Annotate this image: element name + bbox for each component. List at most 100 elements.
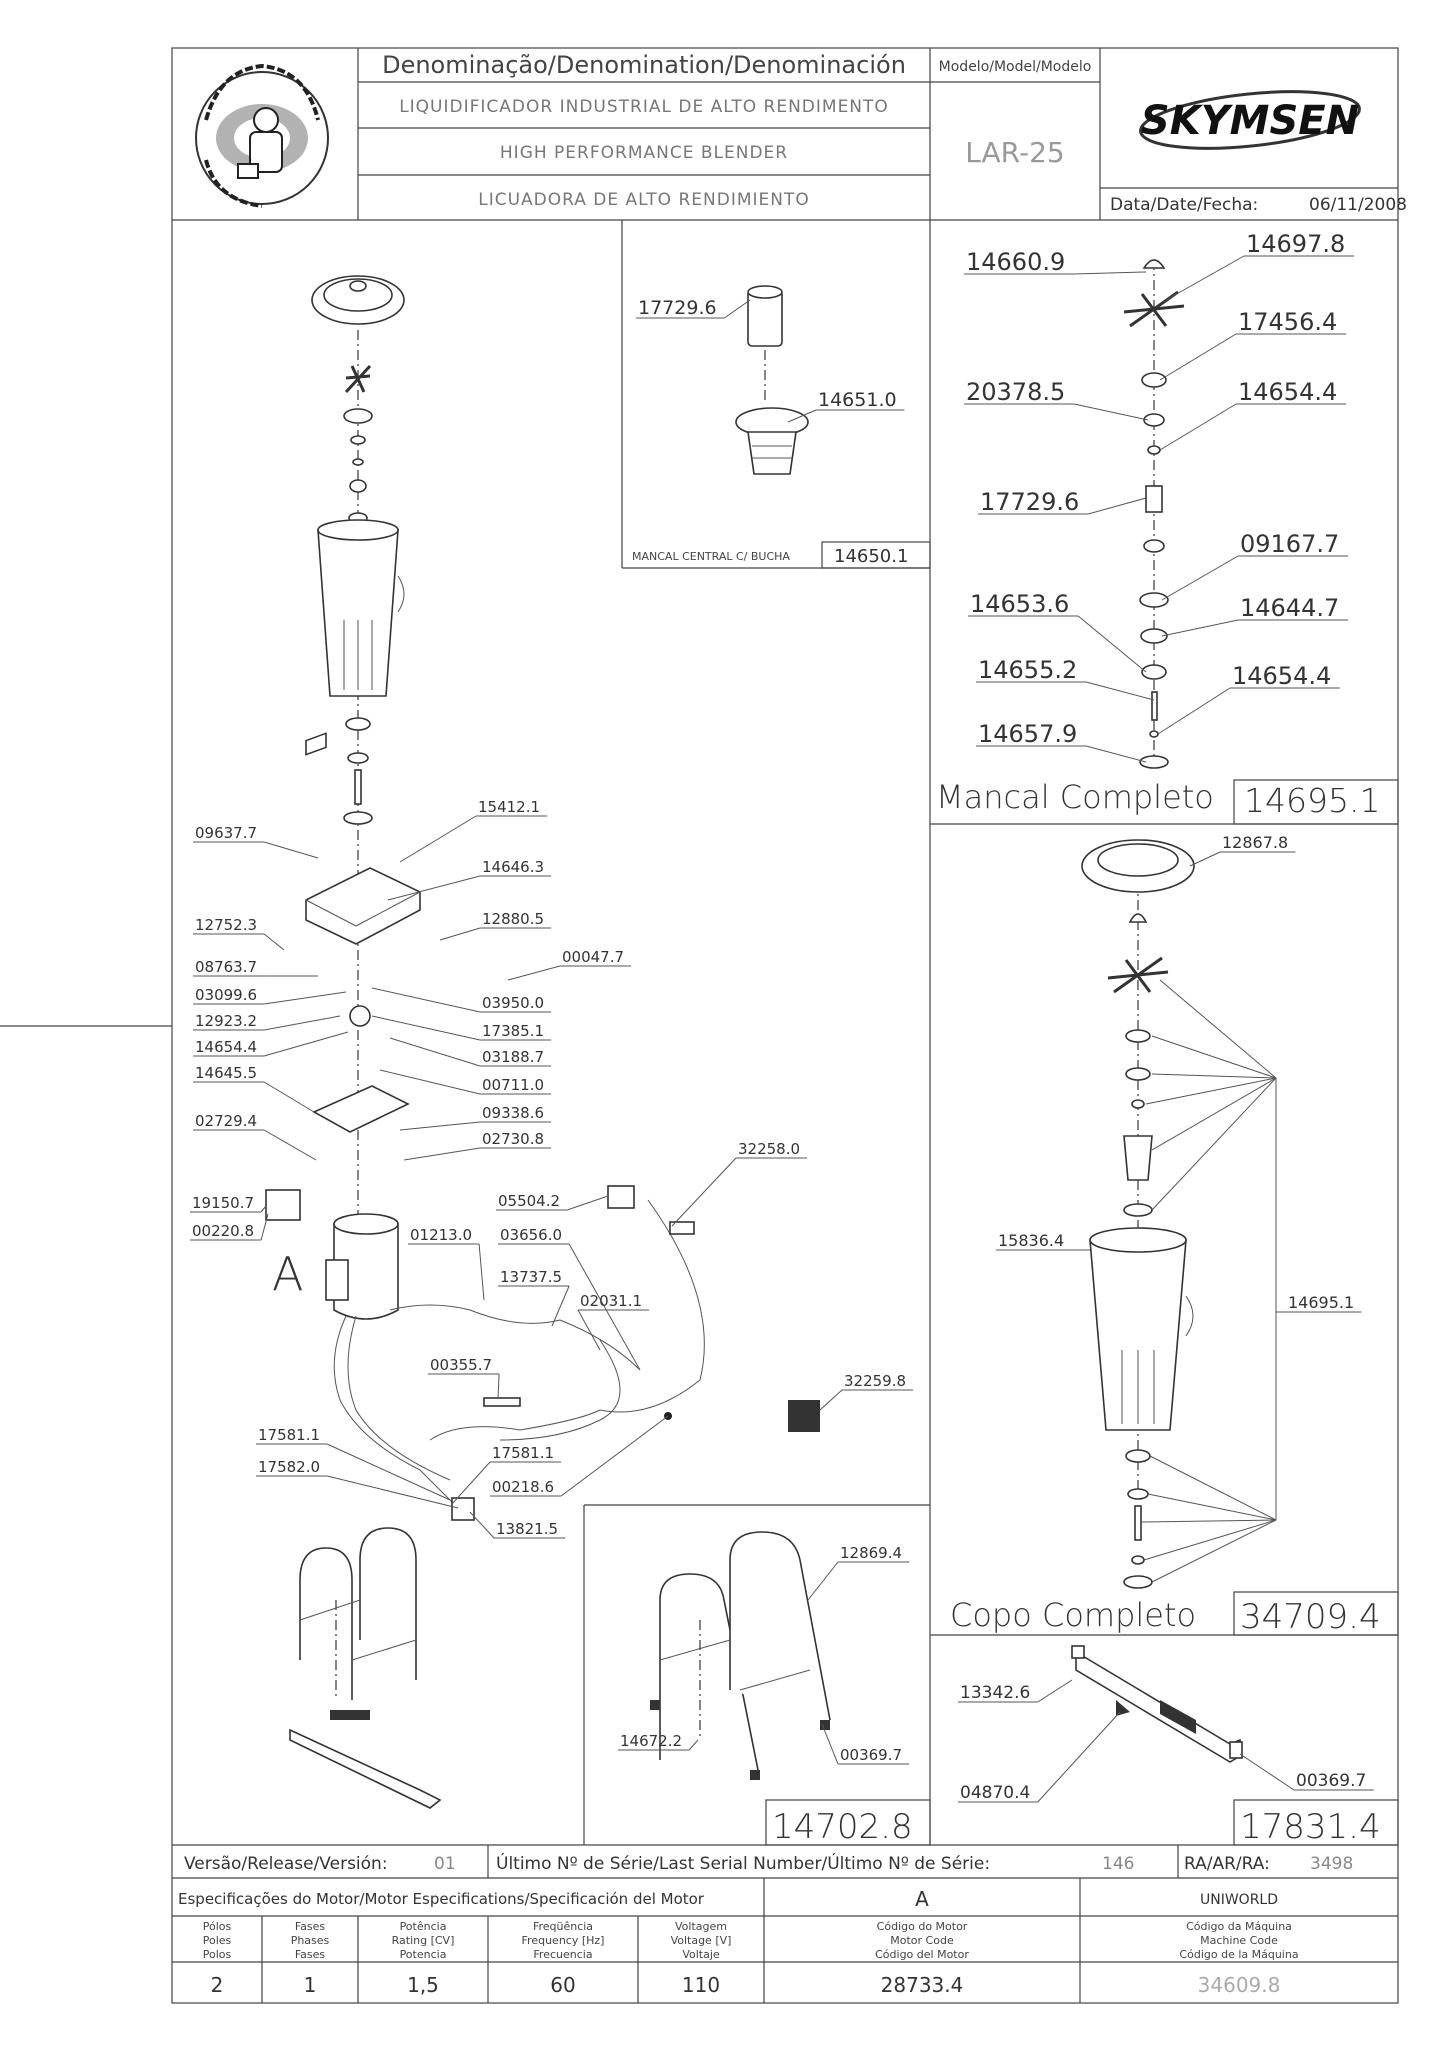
part-number-label: 14646.3 (482, 858, 544, 876)
leader-line (263, 841, 319, 859)
leader-line (1077, 615, 1147, 673)
motor (333, 1223, 399, 1320)
part-number-label: 17729.6 (638, 297, 717, 319)
part-number-label: 00369.7 (840, 1746, 902, 1764)
motor-spec-table: PólosPolesPolos2FasesPhasesFases1Potênci… (203, 1916, 1299, 2003)
part-number-label: 12880.5 (482, 910, 544, 928)
leader-line (469, 1511, 495, 1539)
part-number-label: 00369.7 (1296, 1771, 1366, 1791)
leader-line (566, 1195, 609, 1211)
version-value: 01 (434, 1854, 456, 1874)
manufacturer: UNIWORLD (1200, 1892, 1278, 1908)
part-number-label: 09338.6 (482, 1104, 544, 1122)
serial-label: Último Nº de Série/Last Serial Number/Úl… (496, 1852, 990, 1874)
spec-header-line: Fases (295, 1948, 326, 1961)
model-title: Modelo/Model/Modelo (939, 59, 1092, 75)
part-number-label: 14654.4 (1232, 662, 1331, 690)
leader-line (1086, 745, 1147, 763)
part-number-label: 19150.7 (192, 1194, 254, 1212)
leader-line (260, 1213, 269, 1241)
cup-box-title: Copo Completo (950, 1596, 1196, 1634)
leader-line (326, 1443, 451, 1501)
part-number-label: 14653.6 (970, 590, 1069, 618)
part-number-label: 14654.4 (1238, 378, 1337, 406)
part-number-label: 00047.7 (562, 948, 624, 966)
leader-line (551, 1285, 570, 1327)
spec-header-line: Pólos (203, 1920, 232, 1933)
motor-spec-label: Especificações do Motor/Motor Especifica… (178, 1890, 705, 1908)
part-number-label: 17581.1 (492, 1444, 554, 1462)
leader-line (399, 1121, 481, 1131)
header: Denominação/Denomination/Denominación LI… (195, 51, 1407, 215)
spec-header-line: Potência (400, 1920, 447, 1933)
date-value: 06/11/2008 (1309, 195, 1407, 215)
model-code: LAR-25 (965, 136, 1064, 169)
part-number-label: 17581.1 (258, 1426, 320, 1444)
part-number-label: 14697.8 (1246, 230, 1345, 258)
bushing-box-code: 14650.1 (834, 546, 908, 567)
leader-line (1159, 403, 1237, 451)
leader-line (263, 933, 285, 951)
spec-header-line: Voltagem (675, 1920, 727, 1933)
spec-header-line: Código del Motor (875, 1948, 969, 1961)
spec-header-line: Phases (291, 1934, 330, 1947)
leader-line (263, 1081, 315, 1113)
base-housing (305, 867, 421, 945)
bearing-box-code: 14695.1 (1244, 781, 1380, 820)
cup-box: Copo Completo 34709.4 (950, 839, 1381, 1637)
leader-line (1159, 333, 1237, 381)
part-number-label: 04870.4 (960, 1783, 1030, 1803)
leader-line (1074, 403, 1149, 421)
spec-header-line: Frecuencia (533, 1948, 592, 1961)
authorized-service-seal (195, 63, 329, 208)
motor-spec-letter: A (915, 1887, 929, 1911)
leader-line (387, 875, 481, 901)
part-number-label: 12869.4 (840, 1544, 902, 1562)
part-number-label: 00711.0 (482, 1076, 544, 1094)
main-stand (289, 1527, 442, 1809)
spec-value: 34609.8 (1198, 1973, 1281, 1997)
leader-line (568, 1243, 641, 1371)
part-number-label: 00218.6 (492, 1478, 554, 1496)
leader-line (260, 1205, 267, 1213)
part-number-label: 17582.0 (258, 1458, 320, 1476)
part-number-label: 02729.4 (195, 1112, 257, 1130)
part-number-label: 03950.0 (482, 994, 544, 1012)
stand-box: 14702.8 (650, 1531, 913, 1847)
leader-line (1074, 271, 1147, 275)
leader-line (403, 1147, 481, 1161)
leader-line (821, 1723, 839, 1765)
leader-line (371, 1015, 481, 1041)
spec-header-line: Voltaje (682, 1948, 720, 1961)
part-number-label: 05504.2 (498, 1192, 560, 1210)
spec-header-line: Voltage [V] (671, 1934, 732, 1947)
leader-line (807, 1561, 839, 1601)
denomination-title: Denominação/Denomination/Denominación (382, 51, 906, 79)
spec-header-line: Código da Máquina (1186, 1920, 1292, 1933)
leader-line (326, 1475, 459, 1509)
product-name-en: HIGH PERFORMANCE BLENDER (500, 143, 788, 163)
spec-header-line: Polos (203, 1948, 232, 1961)
leader-line (560, 1415, 669, 1497)
part-number-label: 14695.1 (1288, 1293, 1354, 1312)
leader-line (379, 1069, 481, 1095)
part-number-label: 14657.9 (978, 720, 1077, 748)
spec-header-line: Frequency [Hz] (522, 1934, 605, 1947)
foot-box: 17831.4 (1071, 1645, 1381, 1847)
bushing-box: MANCAL CENTRAL C/ BUCHA 14650.1 (632, 285, 908, 567)
serial-value: 146 (1102, 1854, 1134, 1874)
ra-value: 3498 (1310, 1854, 1353, 1874)
part-number-label: 32258.0 (738, 1140, 800, 1158)
spec-value: 28733.4 (881, 1973, 964, 1997)
part-number-label: 01213.0 (410, 1226, 472, 1244)
bearing-box: Mancal Completo 14695.1 (936, 259, 1380, 820)
leader-line (688, 1739, 699, 1751)
leader-line (1037, 1679, 1073, 1703)
part-number-label: 13821.5 (496, 1520, 558, 1538)
sheet-frame (0, 47, 1399, 2004)
blade (344, 364, 372, 394)
part-number-label: 02031.1 (580, 1292, 642, 1310)
leader-line (1161, 619, 1239, 637)
date-label: Data/Date/Fecha: (1110, 195, 1258, 215)
